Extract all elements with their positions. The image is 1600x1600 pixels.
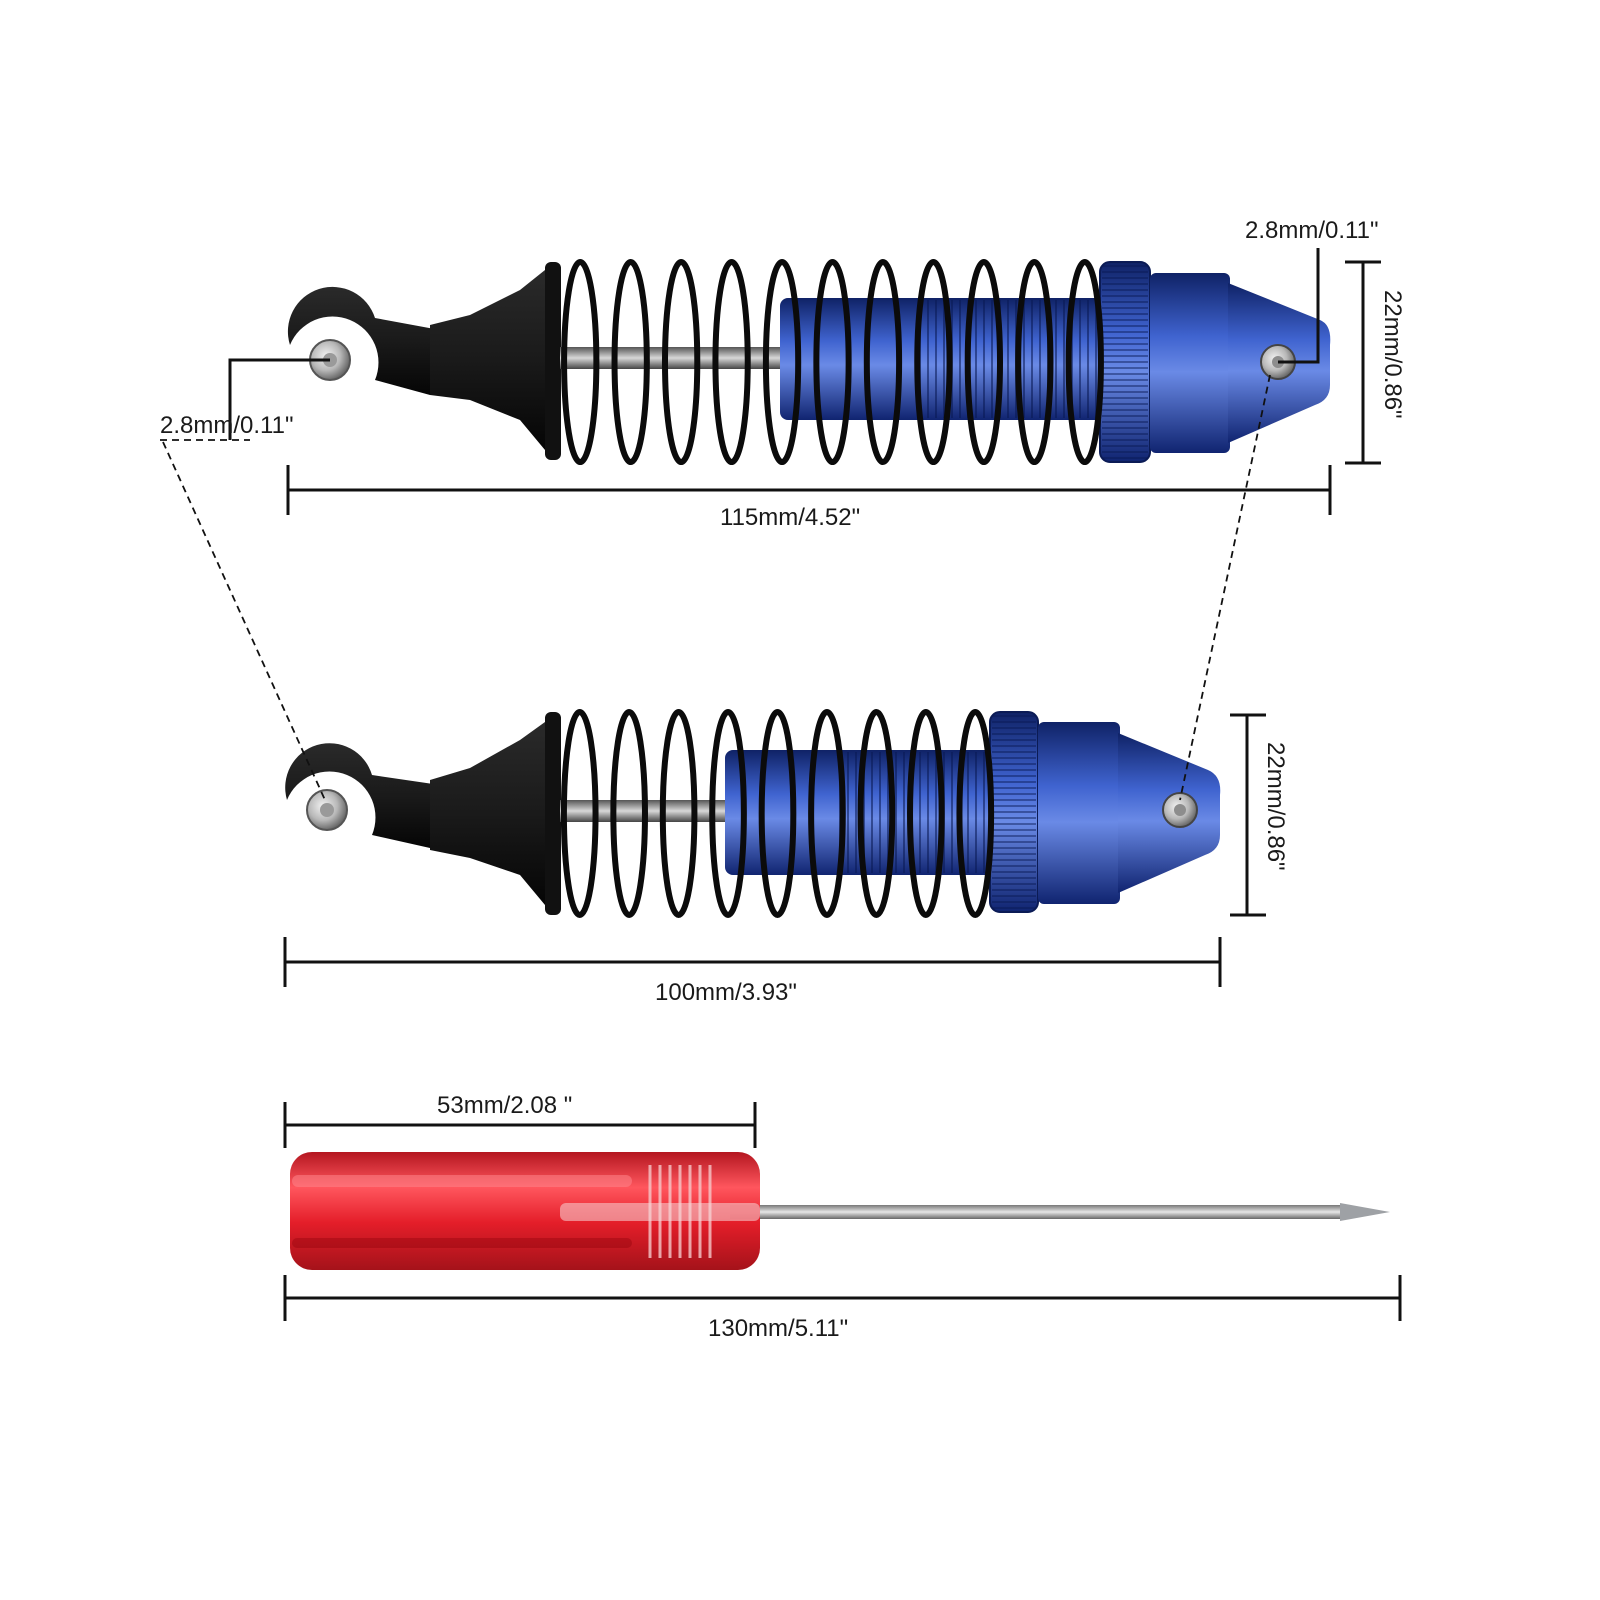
dim-label-top-hole-right: 2.8mm/0.11": [1245, 217, 1378, 244]
dim-top-hole-left: 2.8mm/0.11": [160, 358, 330, 441]
leader-line-left: [162, 441, 326, 801]
dim-label-bottom-diameter: 22mm/0.86": [1262, 742, 1289, 871]
shock-cap: [1150, 273, 1230, 453]
dim-top-length: 115mm/4.52": [286, 465, 1332, 531]
rod-end-eyelet: [285, 743, 440, 848]
spring-cup-lower: [430, 270, 555, 450]
dim-bottom-length: 100mm/3.93": [283, 937, 1222, 1006]
dim-label-driver-length: 130mm/5.11": [708, 1315, 848, 1342]
screwdriver-shaft: [730, 1205, 1350, 1219]
cap-bushing-hole: [1174, 804, 1186, 816]
handle-highlight: [292, 1175, 632, 1187]
spring-cup-lower: [430, 722, 555, 905]
collar-knurling: [992, 715, 1036, 909]
dim-label-top-length: 115mm/4.52": [720, 504, 860, 531]
coil-spring: [560, 709, 995, 918]
dim-label-top-diameter: 22mm/0.86": [1379, 290, 1406, 419]
dim-label-handle-length: 53mm/2.08 ": [437, 1092, 572, 1119]
shock-absorber-long: [287, 259, 1331, 465]
handle-shadow: [292, 1238, 632, 1248]
dim-handle-length: 53mm/2.08 ": [283, 1092, 757, 1148]
bushing-hole: [320, 803, 334, 817]
screwdriver: [290, 1152, 1390, 1270]
shock-absorber-short: [285, 709, 1221, 918]
collar-knurling: [1102, 265, 1148, 459]
spring-retainer: [545, 712, 561, 915]
coil-spring: [561, 259, 1104, 465]
spring-retainer: [545, 262, 561, 460]
dim-top-diameter: 22mm/0.86": [1345, 260, 1406, 465]
dim-label-top-hole-left: 2.8mm/0.11": [160, 412, 293, 439]
leader-line-right: [1179, 374, 1271, 801]
screwdriver-tip: [1340, 1203, 1390, 1221]
shock-cap: [1038, 722, 1120, 904]
dim-bottom-diameter: 22mm/0.86": [1230, 713, 1289, 917]
rod-end-eyelet: [287, 286, 440, 395]
dim-driver-length: 130mm/5.11": [283, 1275, 1402, 1342]
dim-top-hole-right: 2.8mm/0.11": [1245, 217, 1378, 364]
dim-label-bottom-length: 100mm/3.93": [655, 979, 797, 1006]
handle-clear-insert: [560, 1203, 760, 1221]
